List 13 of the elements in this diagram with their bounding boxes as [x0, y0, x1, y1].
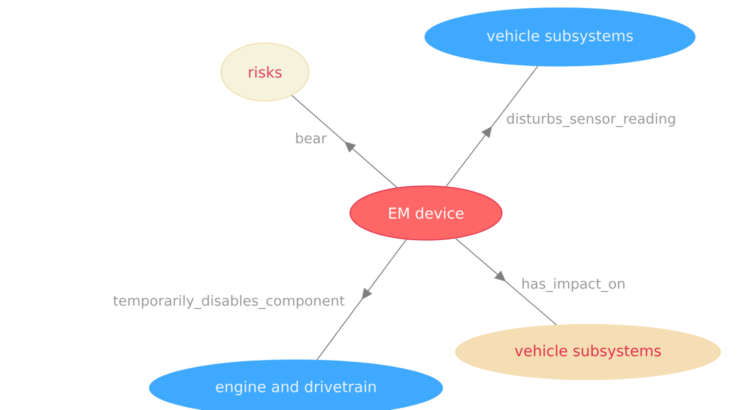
- ellipse-node: engine and drivetrain: [149, 360, 443, 410]
- arrow: [316, 239, 407, 360]
- arrow: [455, 238, 557, 326]
- edge-label: has_impact_on: [520, 277, 627, 293]
- ellipse-node: risks: [220, 42, 310, 102]
- ellipse-node: vehicle subsystems: [424, 8, 696, 66]
- ellipse-node: vehicle subsystems: [455, 324, 721, 380]
- arrow: [446, 66, 538, 187]
- edge-label: bear: [294, 132, 328, 144]
- edge-label: disturbs_sensor_reading: [505, 112, 678, 128]
- arrow: [291, 95, 398, 188]
- edge-label: temporarily_disables_component: [112, 294, 346, 310]
- ellipse-node: EM device: [350, 186, 502, 240]
